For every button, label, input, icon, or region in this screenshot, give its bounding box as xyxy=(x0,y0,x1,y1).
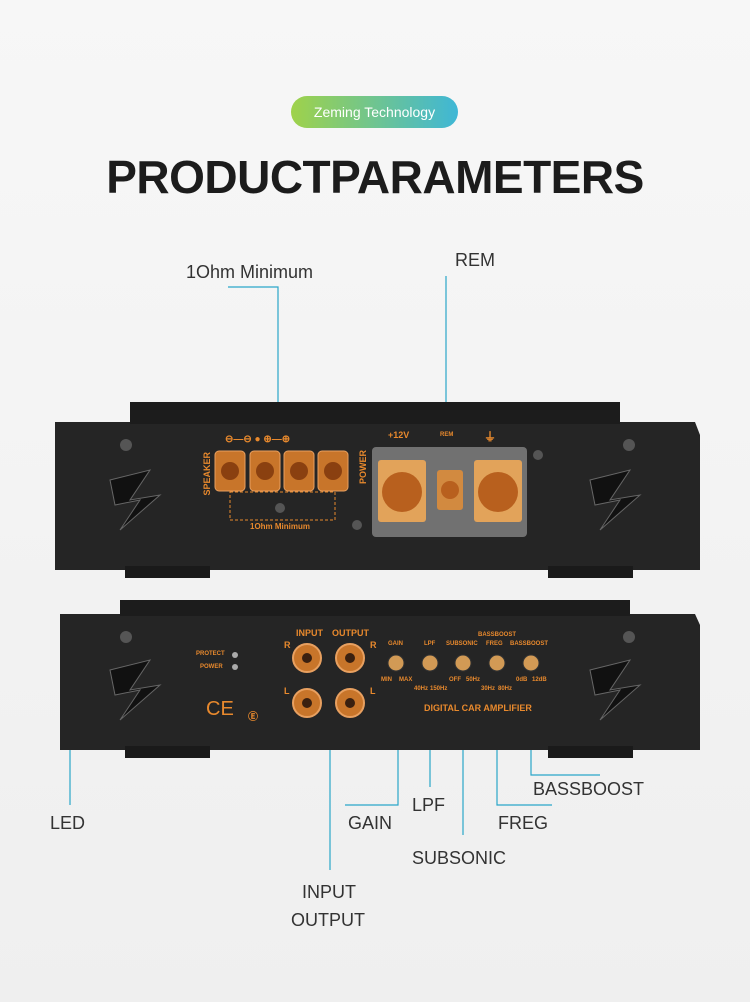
bassboost-top-label: BASSBOOST xyxy=(478,632,517,638)
freg-knob-label: FREG xyxy=(486,641,503,647)
hz150-label: 150Hz xyxy=(430,686,448,692)
r-left-label: R xyxy=(284,640,291,650)
callout-subsonic: SUBSONIC xyxy=(412,848,507,868)
protect-led-label: PROTECT xyxy=(196,651,225,657)
bassboost-knob-label: BASSBOOST xyxy=(510,641,549,647)
l-left-label: L xyxy=(284,686,290,696)
rem-label: REM xyxy=(440,432,454,438)
gain-knob-label: GAIN xyxy=(388,641,403,647)
callout-freg: FREG xyxy=(498,813,549,833)
r-right-label: R xyxy=(370,640,377,650)
callout-gain: GAIN xyxy=(348,813,393,833)
callout-rem: REM xyxy=(455,250,495,270)
off-label: OFF xyxy=(449,677,461,683)
max-label: MAX xyxy=(399,677,413,683)
callout-ohm-min: 1Ohm Minimum xyxy=(186,262,314,282)
callout-bassboost: BASSBOOST xyxy=(533,779,645,799)
l-right-label: L xyxy=(370,686,376,696)
db12-label: 12dB xyxy=(532,677,547,683)
callout-output: OUTPUT xyxy=(291,910,365,930)
ce-mark: CE xyxy=(206,698,234,720)
input-label: INPUT xyxy=(296,628,323,638)
callout-lpf: LPF xyxy=(412,795,446,815)
output-label: OUTPUT xyxy=(332,628,369,638)
e-mark-icon: Ⓔ xyxy=(248,712,258,723)
callout-input: INPUT xyxy=(302,882,356,902)
amp-ohm-label: 1Ohm Minimum xyxy=(250,522,311,531)
v12-label: +12V xyxy=(388,430,410,440)
hz80-label: 80Hz xyxy=(498,686,513,692)
brand-badge: Zeming Technology xyxy=(291,96,458,128)
line-ohm xyxy=(228,286,279,450)
callout-led: LED xyxy=(50,813,86,833)
power-led-label: POWER xyxy=(200,664,223,670)
page-title: PRODUCTPARAMETERS xyxy=(106,151,644,203)
speaker-terminal-icons: ⊖—⊖ ● ⊕—⊕ xyxy=(225,434,291,445)
hz30-label: 30Hz xyxy=(481,686,496,692)
hz40-label: 40Hz xyxy=(414,686,429,692)
db0-label: 0dB xyxy=(516,677,528,683)
hz50-label: 50Hz xyxy=(466,677,481,683)
ground-icon: ⏚ xyxy=(484,430,497,444)
subsonic-knob-label: SUBSONIC xyxy=(446,641,478,647)
lpf-knob-label: LPF xyxy=(424,641,436,647)
min-label: MIN xyxy=(381,677,392,683)
model-label: DIGITAL CAR AMPLIFIER xyxy=(424,703,532,713)
